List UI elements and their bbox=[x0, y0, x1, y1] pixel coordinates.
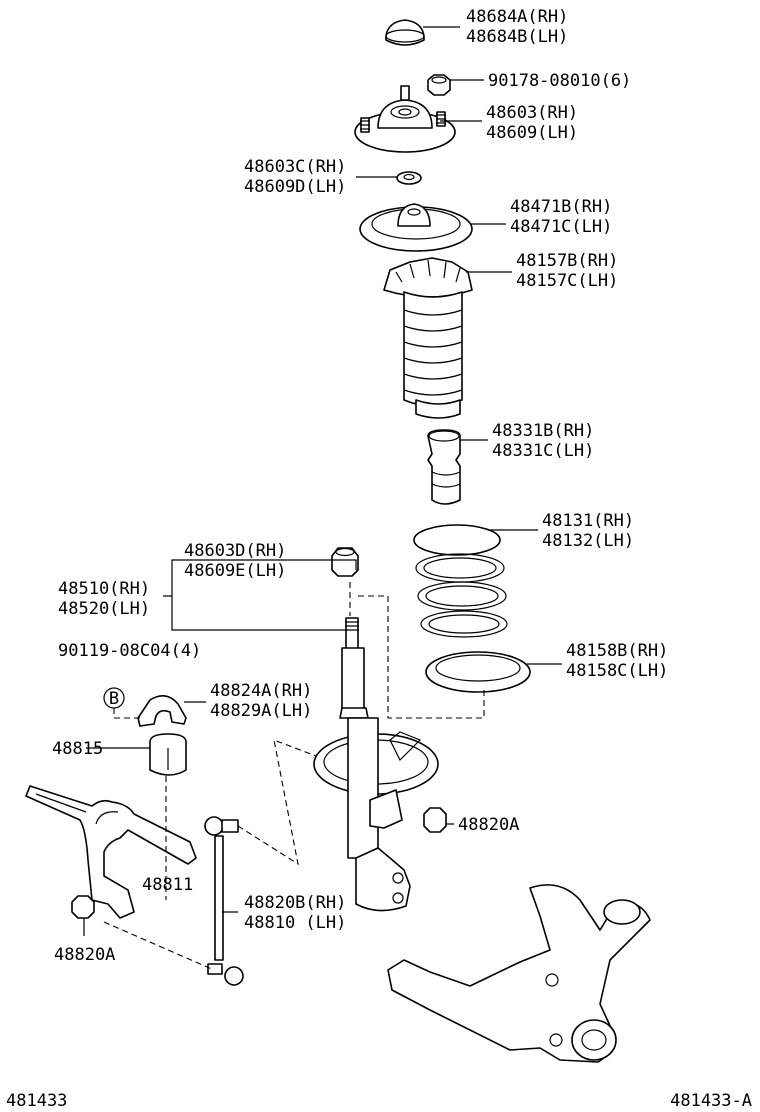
svg-text:48815: 48815 bbox=[52, 739, 103, 759]
svg-text:48603C(RH): 48603C(RH) bbox=[244, 157, 346, 177]
callout-48820a-left: 48820A bbox=[54, 945, 115, 965]
callout-48158: 48158B(RH) 48158C(LH) bbox=[566, 641, 668, 681]
svg-text:48684A(RH): 48684A(RH) bbox=[466, 7, 568, 27]
stabilizer-link-part bbox=[204, 816, 244, 986]
svg-text:48603D(RH): 48603D(RH) bbox=[184, 541, 286, 561]
footer: 481433 481433-A bbox=[6, 1091, 752, 1111]
svg-text:48820A: 48820A bbox=[458, 815, 519, 835]
support-washer-part bbox=[396, 171, 422, 185]
rod-nut-part bbox=[331, 547, 359, 577]
svg-text:48471C(LH): 48471C(LH) bbox=[510, 217, 612, 237]
callout-48131: 48131(RH) 48132(LH) bbox=[542, 511, 634, 551]
svg-text:48157C(LH): 48157C(LH) bbox=[516, 271, 618, 291]
svg-text:48820A: 48820A bbox=[54, 945, 115, 965]
bolt-b-marker: B bbox=[103, 687, 125, 709]
mount-nut-part bbox=[427, 74, 451, 96]
svg-text:48471B(RH): 48471B(RH) bbox=[510, 197, 612, 217]
callout-48510: 48510(RH) 48520(LH) bbox=[58, 579, 150, 619]
svg-text:48158B(RH): 48158B(RH) bbox=[566, 641, 668, 661]
callout-48820a-right: 48820A bbox=[458, 815, 519, 835]
svg-text:48829A(LH): 48829A(LH) bbox=[210, 701, 312, 721]
svg-text:48810 (LH): 48810 (LH) bbox=[244, 913, 346, 933]
svg-text:48824A(RH): 48824A(RH) bbox=[210, 681, 312, 701]
upper-support-part bbox=[354, 85, 456, 153]
svg-text:48132(LH): 48132(LH) bbox=[542, 531, 634, 551]
svg-text:48520(LH): 48520(LH) bbox=[58, 599, 150, 619]
svg-text:48158C(LH): 48158C(LH) bbox=[566, 661, 668, 681]
spring-insulator-boot-part bbox=[383, 257, 473, 419]
callout-48603d: 48603D(RH) 48609E(LH) bbox=[184, 541, 286, 581]
shock-absorber-part bbox=[313, 617, 439, 912]
footer-right-code: 481433-A bbox=[670, 1091, 752, 1111]
svg-text:48603(RH): 48603(RH) bbox=[486, 103, 578, 123]
stabilizer-bushing-part bbox=[149, 733, 187, 776]
callout-48811: 48811 bbox=[142, 875, 193, 895]
svg-text:48820B(RH): 48820B(RH) bbox=[244, 893, 346, 913]
svg-text:48609D(LH): 48609D(LH) bbox=[244, 177, 346, 197]
stabilizer-bar-part bbox=[25, 785, 197, 919]
link-nut-right-part bbox=[423, 807, 447, 833]
callout-48820b: 48820B(RH) 48810 (LH) bbox=[244, 893, 346, 933]
lower-spring-insulator-part bbox=[425, 651, 531, 693]
svg-text:48684B(LH): 48684B(LH) bbox=[466, 27, 568, 47]
callout-48824: 48824A(RH) 48829A(LH) bbox=[210, 681, 312, 721]
strut-cap-part bbox=[385, 19, 425, 46]
callout-48815: 48815 bbox=[52, 739, 103, 759]
callout-48471: 48471B(RH) 48471C(LH) bbox=[510, 197, 612, 237]
svg-text:48331C(LH): 48331C(LH) bbox=[492, 441, 594, 461]
footer-left-code: 481433 bbox=[6, 1091, 67, 1111]
callout-48331: 48331B(RH) 48331C(LH) bbox=[492, 421, 594, 461]
svg-text:48510(RH): 48510(RH) bbox=[58, 579, 150, 599]
link-nut-left-part bbox=[71, 895, 95, 919]
svg-text:48811: 48811 bbox=[142, 875, 193, 895]
svg-text:90119-08C04(4): 90119-08C04(4) bbox=[58, 641, 201, 661]
svg-text:90178-08010(6): 90178-08010(6) bbox=[488, 71, 631, 91]
callout-48603: 48603(RH) 48609(LH) bbox=[486, 103, 578, 143]
svg-text:48331B(RH): 48331B(RH) bbox=[492, 421, 594, 441]
callout-90119: 90119-08C04(4) bbox=[58, 641, 201, 661]
callout-90178: 90178-08010(6) bbox=[488, 71, 631, 91]
callout-48603c: 48603C(RH) 48609D(LH) bbox=[244, 157, 346, 197]
svg-text:48609E(LH): 48609E(LH) bbox=[184, 561, 286, 581]
stabilizer-bracket-part bbox=[137, 695, 187, 727]
dashed-assembly-lines bbox=[103, 582, 485, 971]
bump-stopper-part bbox=[427, 429, 461, 505]
svg-text:B: B bbox=[109, 689, 119, 709]
callout-48157: 48157B(RH) 48157C(LH) bbox=[516, 251, 618, 291]
upper-spring-seat-part bbox=[359, 203, 473, 252]
svg-text:48131(RH): 48131(RH) bbox=[542, 511, 634, 531]
leader-lines bbox=[83, 26, 562, 936]
steering-knuckle-part bbox=[387, 884, 651, 1063]
callout-48684: 48684A(RH) 48684B(LH) bbox=[466, 7, 568, 47]
svg-text:48157B(RH): 48157B(RH) bbox=[516, 251, 618, 271]
coil-spring-part bbox=[413, 524, 508, 638]
svg-text:48609(LH): 48609(LH) bbox=[486, 123, 578, 143]
